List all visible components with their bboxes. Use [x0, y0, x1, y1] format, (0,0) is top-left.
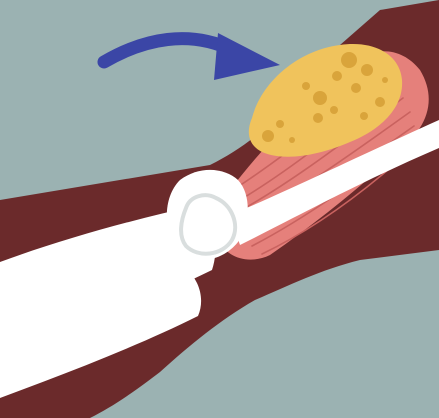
- patella: [181, 195, 235, 253]
